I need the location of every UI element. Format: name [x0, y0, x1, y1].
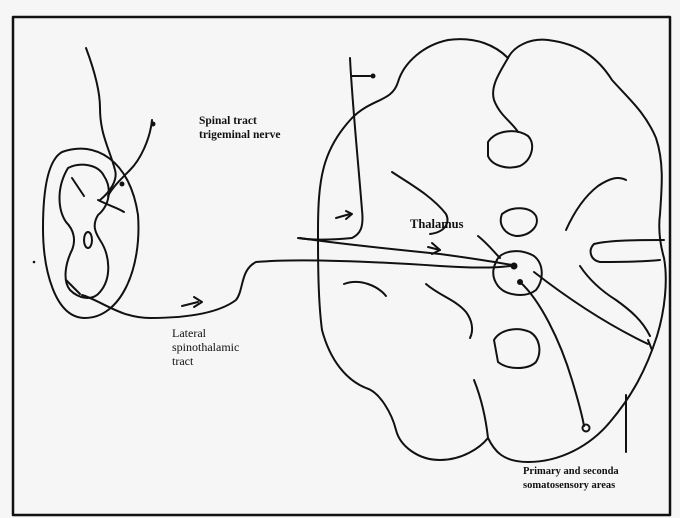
afferent-fibers	[86, 48, 156, 212]
label-line: Spinal tract	[199, 114, 280, 128]
label-line: tract	[172, 354, 239, 368]
label-line: Primary and seconda	[523, 465, 619, 479]
label-somatosensory-areas: Primary and seconda somatosensory areas	[523, 465, 619, 493]
lateral-spinothalamic-tract	[82, 260, 510, 318]
ventricles	[344, 131, 539, 368]
label-line: somatosensory areas	[523, 479, 619, 493]
figure-border	[13, 17, 670, 515]
label-thalamus: Thalamus	[410, 217, 464, 231]
label-spinal-tract-trigeminal-nerve: Spinal tract trigeminal nerve	[199, 114, 280, 142]
label-line: spinothalamic	[172, 340, 239, 354]
label-line: trigeminal nerve	[199, 128, 280, 142]
thalamocortical-fibers	[520, 272, 652, 452]
spinal-cord-section	[43, 149, 138, 318]
margin-dot	[33, 261, 36, 264]
label-line: Lateral	[172, 326, 239, 340]
label-lateral-spinothalamic-tract: Lateral spinothalamic tract	[172, 326, 239, 368]
trigeminal-tract	[298, 58, 512, 265]
